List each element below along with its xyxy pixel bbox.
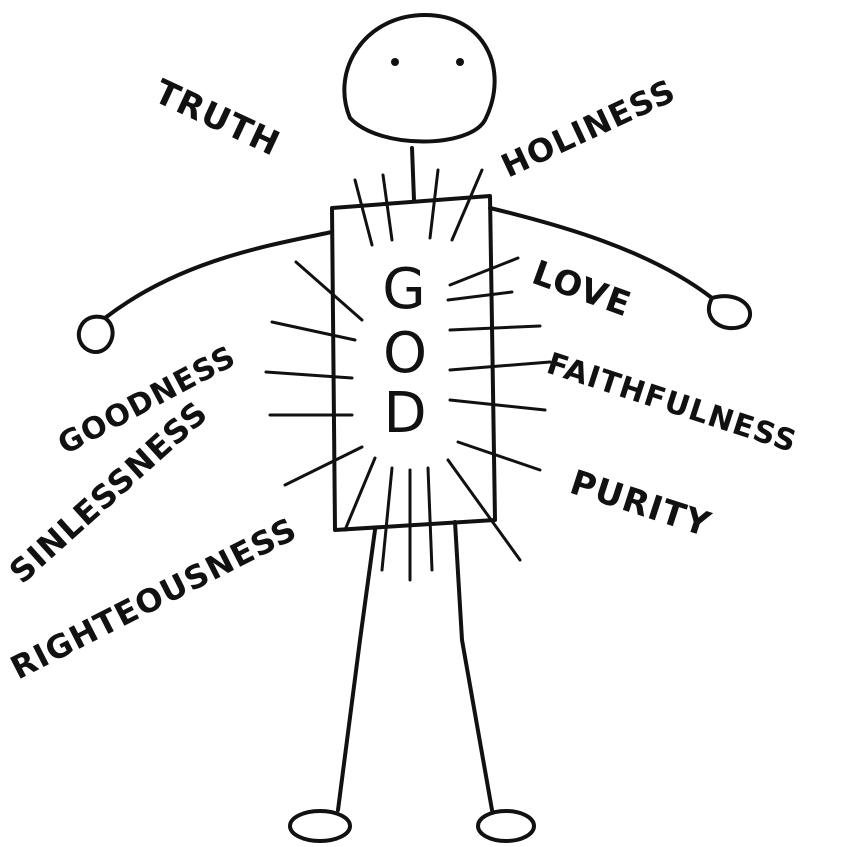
head — [344, 15, 494, 200]
left-leg — [338, 530, 375, 810]
left-arm — [105, 232, 332, 318]
label-truth: TRUTH — [148, 72, 286, 165]
label-holiness: HOLINESS — [495, 72, 681, 186]
right-eye — [456, 58, 464, 66]
label-purity: PURITY — [565, 463, 715, 546]
left-hand — [79, 317, 113, 352]
neck — [412, 148, 414, 200]
left-eye — [391, 58, 399, 66]
right-hand — [709, 296, 750, 328]
label-faithfulness: FAITHFULNESS — [543, 346, 802, 460]
letter-d: D — [383, 381, 426, 446]
label-love: LOVE — [527, 253, 637, 325]
left-foot — [290, 811, 350, 841]
right-foot — [478, 811, 534, 841]
letter-o: O — [383, 321, 427, 386]
left-leg-inner — [455, 522, 492, 810]
letter-g: G — [382, 257, 425, 322]
